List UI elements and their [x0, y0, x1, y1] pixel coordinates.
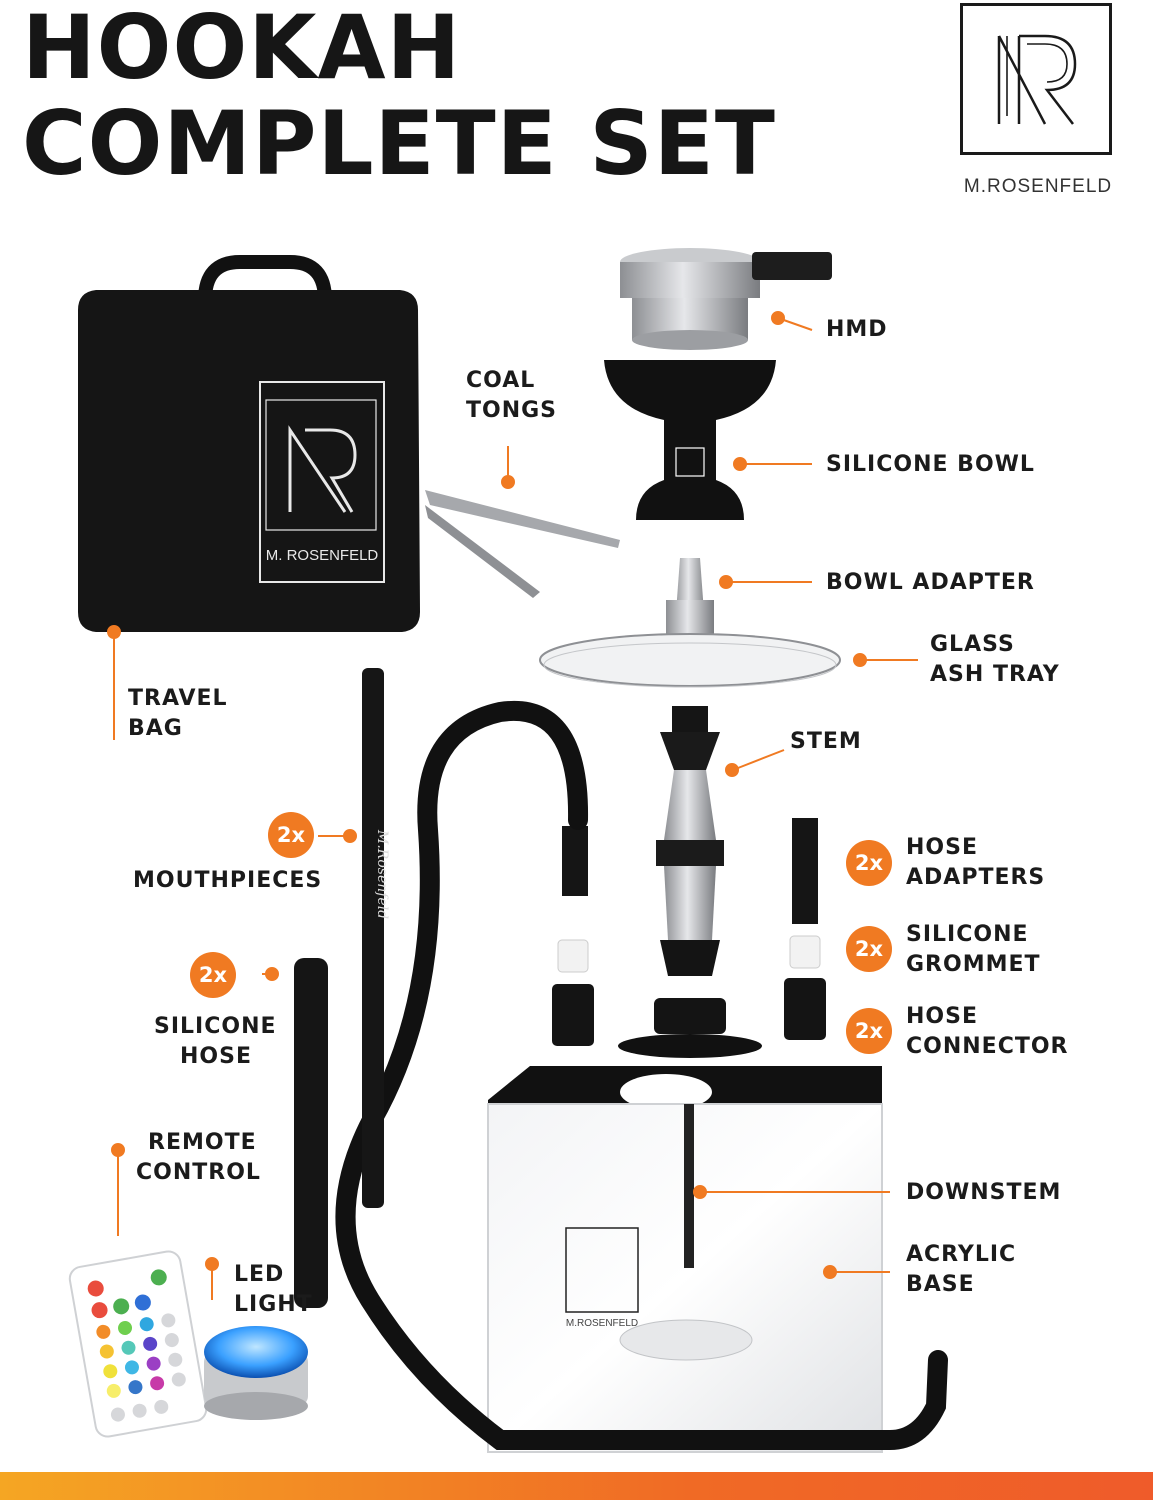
coal-tongs	[425, 490, 620, 598]
title-line-2: COMPLETE SET	[22, 92, 776, 195]
label-silicone-bowl: SILICONE BOWL	[826, 452, 1035, 477]
title-line-1: HOOKAH	[22, 0, 462, 99]
travel-bag: M. ROSENFELD	[78, 255, 420, 632]
label-led-line1: LED	[234, 1262, 285, 1287]
bottom-accent-bar	[0, 1472, 1153, 1500]
label-silicone-hose-line1: SILICONE	[154, 1014, 277, 1039]
led-light	[204, 1326, 308, 1420]
remote-control	[68, 1250, 208, 1438]
label-hmd: HMD	[826, 317, 888, 342]
brand-logo	[960, 3, 1112, 155]
label-glass-line2: ASH TRAY	[930, 662, 1060, 687]
glass-ash-tray	[539, 633, 841, 688]
label-grommet-line2: GROMMET	[906, 952, 1041, 977]
label-stem: STEM	[790, 729, 862, 754]
bowl-adapter	[666, 558, 714, 644]
label-hose-adapters-line1: HOSE	[906, 835, 978, 860]
label-coal-tongs-line1: COAL	[466, 368, 536, 393]
label-coal-tongs: COAL TONGS	[466, 366, 557, 426]
label-hose-connector-line2: CONNECTOR	[906, 1034, 1069, 1059]
callout-leaders	[107, 311, 918, 1300]
label-coal-tongs-line2: TONGS	[466, 398, 558, 423]
label-hose-adapters-line2: ADAPTERS	[906, 865, 1046, 890]
label-mouthpieces: MOUTHPIECES	[133, 868, 323, 893]
mouthpiece-script-text: M.Rosenfeld	[374, 829, 390, 919]
label-downstem: DOWNSTEM	[906, 1180, 1062, 1205]
label-remote-line1: REMOTE	[148, 1130, 257, 1155]
silicone-bowl	[604, 360, 776, 520]
label-silicone-hose-line2: HOSE	[180, 1044, 252, 1069]
label-led-line2: LIGHT	[234, 1292, 313, 1317]
label-remote-control: REMOTE CONTROL	[136, 1128, 261, 1188]
label-acrylic-line1: ACRYLIC	[906, 1242, 1017, 1267]
label-bowl-adapter: BOWL ADAPTER	[826, 570, 1035, 595]
label-acrylic-line2: BASE	[906, 1272, 975, 1297]
label-grommet-line1: SILICONE	[906, 922, 1029, 947]
label-travel-bag-line1: TRAVEL	[128, 686, 228, 711]
base-brand-text: M.ROSENFELD	[566, 1318, 638, 1329]
silicone-hose	[294, 958, 328, 1308]
badge-mouthpieces: 2x	[268, 812, 314, 858]
left-hose-parts	[552, 826, 594, 1046]
label-acrylic-base: ACRYLIC BASE	[906, 1240, 1016, 1300]
bag-brand-text: M. ROSENFELD	[266, 547, 379, 564]
brand-name: M.ROSENFELD	[963, 176, 1113, 197]
label-led-light: LED LIGHT	[234, 1260, 313, 1320]
badge-silicone-grommet: 2x	[846, 926, 892, 972]
label-silicone-grommet: SILICONE GROMMET	[906, 920, 1041, 980]
badge-hose-adapters: 2x	[846, 840, 892, 886]
label-travel-bag: TRAVEL BAG	[128, 684, 228, 744]
page-title: HOOKAH COMPLETE SET	[22, 0, 776, 192]
badge-hose-connector: 2x	[846, 1008, 892, 1054]
label-glass-ash-tray: GLASS ASH TRAY	[930, 630, 1060, 690]
label-hose-connector-line1: HOSE	[906, 1004, 978, 1029]
acrylic-base: M.ROSENFELD	[487, 1066, 883, 1453]
stem	[656, 706, 724, 976]
label-travel-bag-line2: BAG	[128, 716, 183, 741]
label-hose-adapters: HOSE ADAPTERS	[906, 833, 1045, 893]
mouthpiece: M.Rosenfeld	[362, 668, 390, 1208]
label-silicone-hose: SILICONE HOSE	[154, 1012, 277, 1072]
right-hose-parts	[784, 818, 826, 1040]
label-hose-connector: HOSE CONNECTOR	[906, 1002, 1069, 1062]
badge-silicone-hose: 2x	[190, 952, 236, 998]
downstem-plate	[618, 998, 762, 1058]
hmd	[620, 248, 832, 350]
logo-monogram-icon	[997, 34, 1077, 125]
label-remote-line2: CONTROL	[136, 1160, 261, 1185]
label-glass-line1: GLASS	[930, 632, 1015, 657]
